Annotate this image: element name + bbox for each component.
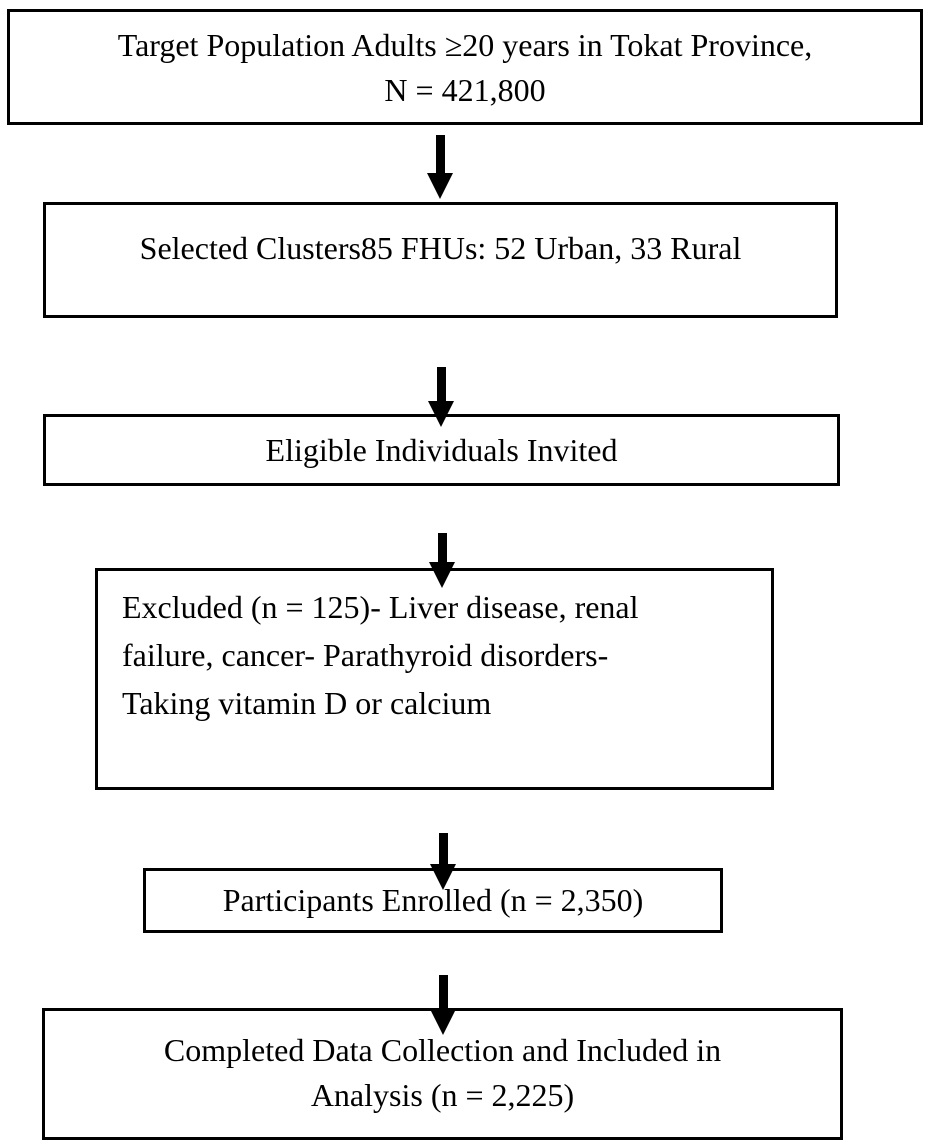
box-line: failure, cancer- Parathyroid disorders- (122, 637, 609, 673)
box-line: Target Population Adults ≥20 years in To… (117, 27, 813, 63)
flow-box-target-population: Target Population Adults ≥20 years in To… (7, 9, 923, 125)
arrow-head (427, 173, 453, 199)
arrow-shaft (438, 975, 448, 1009)
box-line: Excluded (n = 125)- Liver disease, renal (122, 589, 639, 625)
flow-box-excluded: Excluded (n = 125)- Liver disease, renal… (95, 568, 774, 790)
arrow-shaft (438, 833, 448, 864)
box-line: Taking vitamin D or calcium (122, 685, 492, 721)
box-line: Participants Enrolled (n = 2,350) (222, 882, 644, 918)
flow-box-selected-clusters: Selected Clusters85 FHUs: 52 Urban, 33 R… (43, 202, 838, 318)
down-arrow-icon (427, 135, 453, 199)
box-line: Completed Data Collection and Included i… (163, 1032, 722, 1068)
flow-box-completed-analysis: Completed Data Collection and Included i… (42, 1008, 843, 1140)
arrow-shaft (436, 367, 446, 401)
box-line: N = 421,800 (384, 72, 546, 108)
flow-box-eligible-invited: Eligible Individuals Invited (43, 414, 840, 486)
arrow-shaft (437, 533, 447, 562)
box-line: Eligible Individuals Invited (265, 431, 618, 468)
box-line: Analysis (n = 2,225) (310, 1077, 575, 1113)
arrow-shaft (435, 135, 445, 173)
box-line: Selected Clusters85 FHUs: 52 Urban, 33 R… (139, 230, 742, 266)
flow-box-participants-enrolled: Participants Enrolled (n = 2,350) (143, 868, 723, 933)
